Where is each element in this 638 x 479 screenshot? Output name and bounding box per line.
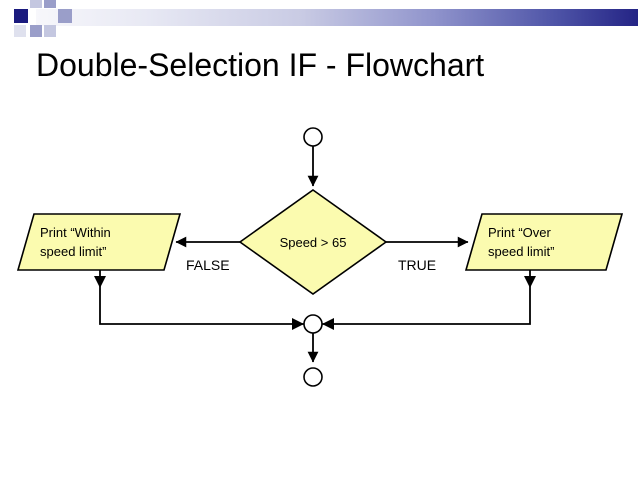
decoration-square-mid-1 [30,25,42,37]
decoration-square-mid-3 [58,9,72,23]
decision-diamond [238,189,388,295]
header-gradient-bar [36,9,638,26]
branch-label-true: TRUE [398,257,437,273]
print-within-parallelogram [16,213,182,271]
start-connector-circle [303,127,323,147]
page-title: Double-Selection IF - Flowchart [36,47,485,83]
branch-label-false: FALSE [186,257,230,273]
arrowhead-within-into-merge [292,318,304,330]
decoration-square-dark [14,9,28,23]
merge-connector-circle [303,314,323,334]
arrowhead-within-down [94,276,106,288]
edge-within-to-merge [99,270,304,325]
edge-over-to-merge [322,270,531,325]
arrowhead-over-into-merge [322,318,334,330]
arrowhead-over-down [524,276,536,288]
end-connector-circle [303,367,323,387]
decoration-square-mid-2 [44,0,56,8]
decoration-square-pale-1 [14,25,26,37]
print-over-parallelogram [464,213,624,271]
decoration-square-light-1 [30,0,42,8]
decoration-square-light-2 [44,25,56,37]
slide-decoration [0,0,638,46]
